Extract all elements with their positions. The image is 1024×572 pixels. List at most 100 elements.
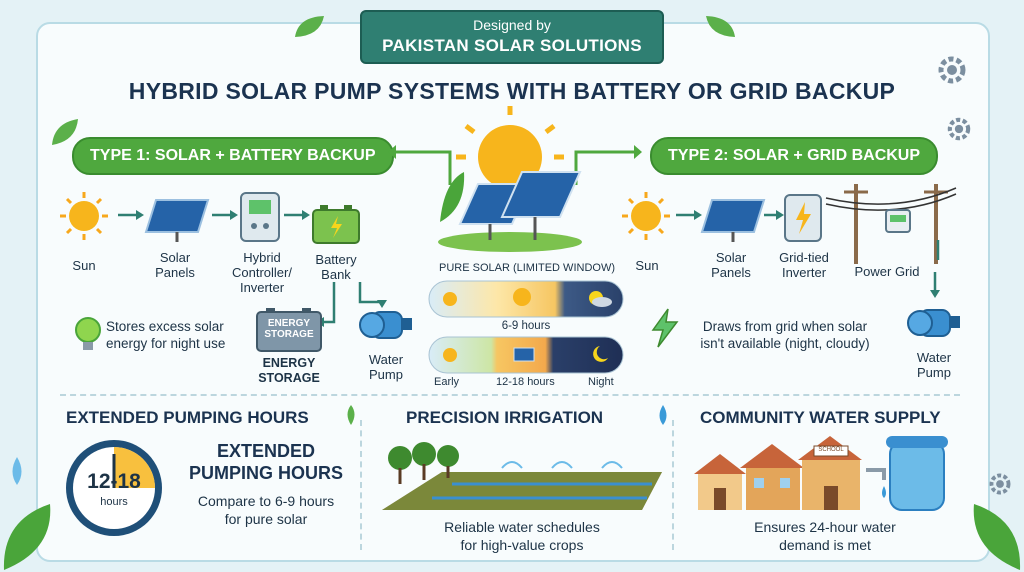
storage-label-line2: STORAGE	[258, 371, 320, 385]
arrow-icon	[388, 145, 452, 185]
arrow-icon	[930, 272, 940, 298]
water-drop-icon	[659, 405, 667, 425]
clock-hours-text: 12-18	[87, 470, 141, 493]
community-desc-line1: Ensures 24-hour water	[754, 519, 896, 535]
section-divider	[60, 394, 960, 396]
type1-note-line1: Stores excess solar	[106, 319, 224, 334]
benefit-extended-desc: Compare to 6-9 hours for pure solar	[172, 492, 360, 528]
school-sign: SCHOOL	[818, 447, 844, 453]
column-divider	[360, 420, 362, 550]
water-pump-icon	[359, 311, 412, 339]
pure-solar-label: PURE SOLAR (LIMITED WINDOW)	[438, 262, 615, 274]
arrow-icon	[212, 210, 238, 220]
type2-inverter-line1: Grid-tied	[779, 250, 829, 265]
type2-panels-line1: Solar	[715, 250, 747, 265]
solar-array-illustration	[438, 106, 582, 252]
type2-pump-line2: Pump	[917, 365, 951, 380]
power-grid-label: Power Grid	[854, 264, 920, 279]
gear-icon	[947, 117, 971, 141]
type1-battery-line1: Battery	[315, 252, 357, 267]
type2-note-line1: Draws from grid when solar	[702, 319, 868, 334]
leaf-icon	[3, 504, 51, 570]
irrigation-desc-line2: for high-value crops	[460, 537, 584, 553]
extended-desc-line1: Compare to 6-9 hours	[197, 493, 335, 509]
clock-icon	[66, 440, 162, 536]
irrigation-field-illustration	[382, 442, 662, 510]
irrigation-desc-line1: Reliable water schedules	[444, 519, 600, 535]
type1-controller-line1: Hybrid	[243, 250, 281, 265]
arrow-icon	[676, 210, 702, 220]
battery-icon	[312, 205, 360, 244]
banner-line1: Designed by	[473, 17, 551, 33]
type2-pump-line1: Water	[916, 350, 952, 365]
type1-battery-line2: Bank	[321, 267, 351, 282]
type2-note: Draws from grid when solar isn't availabl…	[680, 318, 890, 352]
sun-icon	[60, 192, 108, 240]
banner-line2: PAKISTAN SOLAR SOLUTIONS	[382, 36, 642, 55]
energy-storage-icon	[256, 308, 322, 352]
lightning-bolt-icon	[651, 308, 679, 348]
storage-icon-line1: ENERGY	[267, 318, 311, 329]
type2-sun-label: Sun	[635, 258, 659, 273]
solar-panel-icon	[144, 199, 210, 242]
type1-note-line2: energy for night use	[106, 336, 226, 351]
water-pump-icon	[907, 309, 960, 337]
sun-icon	[622, 192, 670, 240]
extended-desc-line2: for pure solar	[224, 511, 308, 527]
arrow-icon	[764, 210, 784, 220]
community-illustration	[694, 436, 948, 511]
gear-icon	[938, 56, 966, 84]
benefit-irrigation-desc: Reliable water schedules for high-value c…	[382, 518, 662, 554]
solar-panel-icon	[700, 199, 766, 242]
benefit-extended-heading: EXTENDED PUMPING HOURS	[66, 408, 309, 427]
extended-big-line2: PUMPING HOURS	[188, 463, 343, 483]
type1-pump-line1: Water	[368, 352, 404, 367]
lightbulb-icon	[75, 317, 101, 350]
hybrid-hours-label: 12-18 hours	[496, 376, 555, 388]
benefit-community-heading: COMMUNITY WATER SUPPLY	[700, 408, 941, 427]
type2-header: TYPE 2: SOLAR + GRID BACKUP	[650, 137, 939, 175]
storage-icon-line2: STORAGE	[264, 329, 314, 340]
pure-solar-bar	[428, 280, 624, 318]
hybrid-night-label: Night	[588, 376, 614, 388]
arrow-icon	[284, 210, 310, 220]
type1-note: Stores excess solar energy for night use	[106, 318, 266, 352]
designer-banner: Designed by PAKISTAN SOLAR SOLUTIONS	[360, 10, 664, 64]
type1-controller-line2: Controller/	[232, 265, 292, 280]
column-divider	[672, 420, 674, 550]
gear-icon	[989, 473, 1011, 495]
extended-big-line1: EXTENDED	[216, 441, 315, 461]
type1-panels-line2: Panels	[155, 265, 195, 280]
leaf-icon	[52, 119, 78, 145]
leaf-icon	[347, 405, 355, 425]
water-drop-icon	[12, 457, 22, 485]
type2-note-line2: isn't available (night, cloudy)	[700, 336, 870, 351]
type1-pump-line2: Pump	[369, 367, 403, 382]
leaf-icon	[295, 16, 324, 37]
arrow-icon	[118, 210, 144, 220]
benefit-irrigation-heading: PRECISION IRRIGATION	[406, 408, 604, 427]
type1-controller-line3: Inverter	[239, 280, 285, 295]
leaf-icon	[973, 504, 1021, 570]
grid-inverter-icon	[784, 194, 822, 242]
controller-icon	[240, 192, 280, 242]
hybrid-early-label: Early	[434, 376, 460, 388]
storage-label-line1: ENERGY	[262, 356, 316, 370]
benefit-community-desc: Ensures 24-hour water demand is met	[690, 518, 960, 554]
community-desc-line2: demand is met	[779, 537, 871, 553]
power-grid-icon	[825, 184, 957, 264]
hybrid-bar	[428, 336, 624, 374]
clock-sub-text: hours	[100, 496, 128, 508]
pure-solar-hours: 6-9 hours	[501, 320, 551, 332]
type1-sun-label: Sun	[72, 258, 96, 273]
